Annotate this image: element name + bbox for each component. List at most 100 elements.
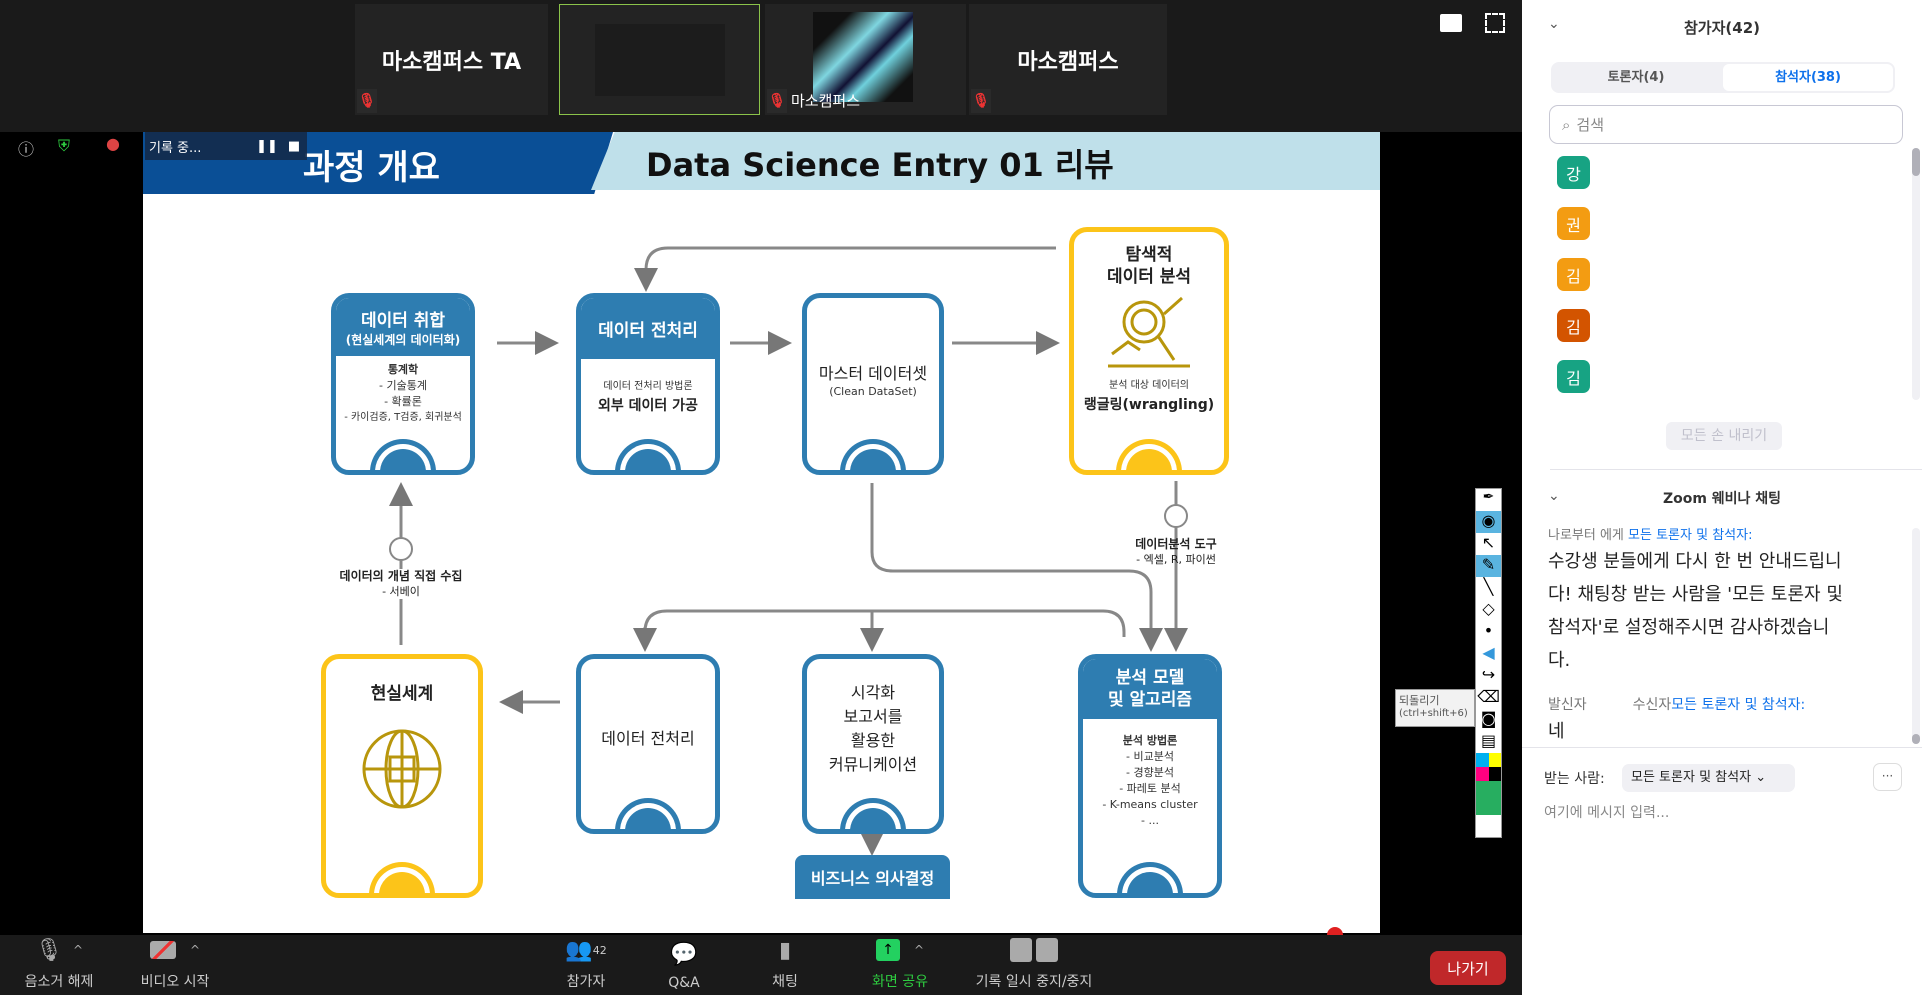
box-cap xyxy=(625,808,671,829)
button-label: 기록 일시 중지/중지 xyxy=(975,974,1093,990)
pause-recording-icon[interactable]: ❚❚ xyxy=(256,138,278,154)
current-color[interactable] xyxy=(1476,781,1501,815)
box-master-dataset: 마스터 데이터셋 (Clean DataSet) xyxy=(802,293,944,475)
video-tile[interactable]: 🎙 마소캠퍼스 xyxy=(765,4,966,115)
recording-label: 기록 중... xyxy=(149,140,202,156)
slide-title: Data Science Entry 01 리뷰 xyxy=(646,146,1114,184)
attendee-avatar[interactable]: 강 xyxy=(1557,156,1590,189)
eraser-icon[interactable]: ◇ xyxy=(1482,599,1495,618)
participant-name: 마소캠퍼스 xyxy=(1017,49,1119,75)
box-heading: 통계학 xyxy=(387,363,419,376)
chat-scrollbar[interactable] xyxy=(1912,528,1920,744)
attendee-avatar[interactable]: 김 xyxy=(1557,258,1590,291)
box-title: 데이터 전처리 xyxy=(601,729,695,748)
collapse-participants-icon[interactable]: ⌄ xyxy=(1548,16,1560,32)
box-line: 랭글링(wrangling) xyxy=(1083,397,1215,413)
chat-button[interactable]: ▮채팅 xyxy=(755,935,815,995)
box-title: 및 알고리즘 xyxy=(1107,690,1193,710)
button-label: 화면 공유 xyxy=(872,974,928,990)
globe-icon xyxy=(362,729,442,809)
recipient: 모든 토론자 및 참석자: xyxy=(1628,528,1753,543)
search-input[interactable]: ⌕ 검색 xyxy=(1549,105,1903,144)
pen-icon[interactable]: ✒ xyxy=(1482,489,1495,505)
box-cap xyxy=(625,449,671,470)
undo-icon[interactable]: ◀ xyxy=(1482,643,1495,662)
format-icon[interactable]: • xyxy=(1483,621,1494,640)
unmute-button[interactable]: 🎙^음소거 해제 xyxy=(14,935,104,995)
draw-icon[interactable]: ╲ xyxy=(1483,577,1494,596)
tools-node xyxy=(1164,504,1188,528)
tab-attendees[interactable]: 참석자(38) xyxy=(1723,64,1893,91)
attendee-avatar[interactable]: 김 xyxy=(1557,360,1590,393)
box-title: 데이터 분석 xyxy=(1106,267,1192,287)
label-sub: - 서베이 xyxy=(382,585,420,598)
view-layout-icon[interactable] xyxy=(1440,14,1462,32)
divider xyxy=(1550,469,1922,470)
clear-icon[interactable]: ⌫ xyxy=(1477,687,1500,706)
participants-icon: 👥42 xyxy=(565,937,607,963)
text-icon[interactable]: ✎ xyxy=(1476,555,1501,577)
clipboard-icon[interactable]: ▤ xyxy=(1480,731,1497,750)
tab-panelists[interactable]: 토론자(4) xyxy=(1607,70,1665,85)
lower-all-hands-button[interactable]: 모든 손 내리기 xyxy=(1666,422,1782,450)
fullscreen-icon[interactable] xyxy=(1485,13,1505,33)
participants-scrollbar[interactable] xyxy=(1912,148,1920,400)
button-label: 참가자 xyxy=(566,974,606,990)
flow-arrows xyxy=(389,246,1188,856)
analysis-magnifier-icon xyxy=(1108,296,1190,368)
attendee-avatar[interactable]: 김 xyxy=(1557,309,1590,342)
video-tile[interactable]: 마소캠퍼스 TA🎙 xyxy=(355,4,548,115)
box-title: 탐색적 xyxy=(1125,245,1173,265)
box-cap xyxy=(380,449,426,470)
info-icon[interactable]: ⓘ xyxy=(18,140,35,159)
message-line: 수강생 분들에게 다시 한 번 안내드립니 xyxy=(1548,551,1842,572)
participants-button[interactable]: 👥42 참가자 xyxy=(550,935,622,995)
leave-button[interactable]: 나가기 xyxy=(1430,951,1506,985)
recording-cloud-icon: ● xyxy=(106,134,120,153)
pause-stop-icon xyxy=(1010,935,1058,965)
slide-header-light xyxy=(591,132,1380,190)
shield-icon[interactable]: ⛨ xyxy=(58,136,71,155)
message-line: 다. xyxy=(1548,650,1571,671)
more-options-button[interactable]: ··· xyxy=(1873,763,1902,791)
box-line: - ... xyxy=(1141,814,1159,827)
participants-title: 참가자(42) xyxy=(1684,19,1760,37)
video-tile[interactable]: 마소캠퍼스🎙 xyxy=(969,4,1167,115)
label-title: 데이터의 개념 직접 수집 xyxy=(339,569,463,583)
collapse-chat-icon[interactable]: ⌄ xyxy=(1548,488,1560,504)
box-line: 보고서를 xyxy=(843,707,903,726)
camera-icon[interactable]: ◙ xyxy=(1480,709,1497,728)
select-icon[interactable]: ↖ xyxy=(1481,533,1496,552)
recording-indicator: 기록 중... ❚❚ ■ xyxy=(145,132,307,160)
recording-controls-button[interactable]: 기록 일시 중지/중지 xyxy=(964,935,1104,995)
attendee-avatar[interactable]: 권 xyxy=(1557,207,1590,240)
stop-recording-icon[interactable]: ■ xyxy=(287,138,301,154)
chat-title: Zoom 웨비나 채팅 xyxy=(1662,491,1782,507)
color-palette[interactable] xyxy=(1476,753,1501,781)
button-label: 비디오 시작 xyxy=(140,974,210,990)
box-cap xyxy=(850,449,896,470)
chat-input[interactable]: 여기에 메시지 입력... xyxy=(1544,805,1670,821)
start-video-button[interactable]: ^비디오 시작 xyxy=(128,935,222,995)
tooltip-shortcut: (ctrl+shift+6) xyxy=(1399,708,1468,719)
message-line: 다! 채팅창 받는 사람을 '모든 토론자 및 xyxy=(1548,584,1843,605)
recipient-dropdown[interactable]: 모든 토론자 및 참석자 ⌄ xyxy=(1622,764,1795,792)
redo-icon[interactable]: ↪ xyxy=(1481,665,1496,684)
share-screen-button[interactable]: ↑^화면 공유 xyxy=(855,935,945,995)
campus-logo xyxy=(813,12,913,102)
participant-name: 마소캠퍼스 xyxy=(791,92,861,110)
spotlight-icon[interactable]: ◉ xyxy=(1476,511,1501,533)
video-tile-active[interactable] xyxy=(559,4,760,115)
search-icon: ⌕ xyxy=(1562,115,1571,134)
recipient-label: 받는 사람: xyxy=(1544,771,1605,787)
qa-button[interactable]: 💬Q&A xyxy=(654,935,714,995)
meeting-toolbar: 🎙^음소거 해제 ^비디오 시작 👥42 참가자 💬Q&A ▮채팅 ↑^화면 공유… xyxy=(0,935,1522,995)
box-cap xyxy=(1127,872,1173,893)
undo-tooltip: 되돌리기(ctrl+shift+6) xyxy=(1395,689,1475,727)
search-placeholder: 검색 xyxy=(1576,116,1605,134)
divider xyxy=(1522,747,1922,748)
